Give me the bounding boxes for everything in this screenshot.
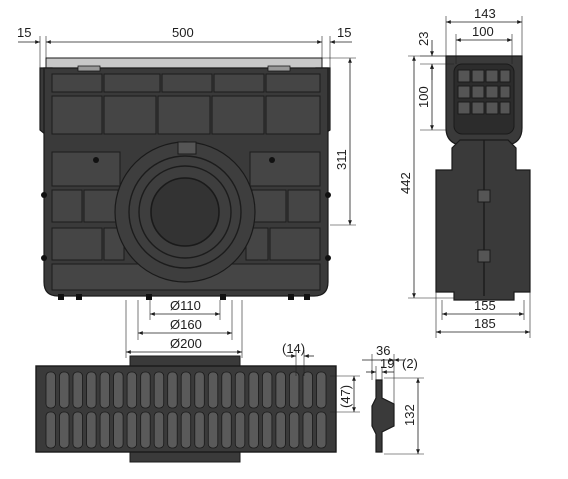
- grate-slot: [275, 411, 286, 449]
- dim-side-top-width: 143: [474, 6, 496, 21]
- dim-outlet-d160: Ø160: [170, 317, 202, 332]
- grate-slot: [45, 371, 56, 409]
- grate-slot: [72, 371, 83, 409]
- dim-outlet-d200: Ø200: [170, 336, 202, 351]
- dim-front-right-margin: 15: [337, 25, 351, 40]
- grate-slot: [275, 371, 286, 409]
- front-hole: [325, 192, 331, 198]
- dim-profile-width: 36: [376, 343, 390, 358]
- grate-slot: [302, 371, 313, 409]
- grate-slot: [194, 371, 205, 409]
- dim-profile-lip: (2): [402, 356, 418, 371]
- grate-slot: [316, 371, 327, 409]
- grate-top-view: [35, 355, 337, 463]
- front-foot: [76, 294, 82, 300]
- grate-slot: [45, 411, 56, 449]
- grate-slot: [126, 411, 137, 449]
- grate-slot: [126, 371, 137, 409]
- grate-slot: [153, 411, 165, 449]
- grate-slot: [167, 371, 178, 409]
- dim-grate-depth: (47): [338, 385, 353, 408]
- dim-side-inner-width: 100: [472, 24, 494, 39]
- dim-front-width: 500: [172, 25, 194, 40]
- front-outlet: [114, 141, 256, 283]
- grate-slot: [113, 371, 124, 409]
- grate-slot: [86, 371, 97, 409]
- front-hole: [269, 157, 275, 163]
- grate-slot: [248, 411, 259, 449]
- dim-side-total-height: 442: [398, 172, 413, 194]
- dim-front-left-margin: 15: [17, 25, 31, 40]
- dim-profile-inner: 19: [380, 356, 394, 371]
- grate-slot: [59, 411, 70, 449]
- side-clip: [477, 189, 491, 203]
- grate-slot: [207, 371, 219, 409]
- dim-outlet-d110: Ø110: [170, 298, 201, 313]
- front-top-tab: [177, 141, 197, 155]
- front-dimensions: 15 500 15 311 Ø110 Ø160 Ø200: [17, 25, 356, 358]
- front-top-slot-left: [77, 65, 101, 72]
- grate-slot: [248, 371, 259, 409]
- side-view: [435, 55, 531, 301]
- grate-slot: [207, 411, 219, 449]
- grate-slot: [113, 411, 124, 449]
- grate-slot: [180, 371, 192, 409]
- grate-slot: [302, 411, 313, 449]
- grate-slot: [86, 411, 97, 449]
- grate-slot: [288, 371, 300, 409]
- profile-dimensions: 36 19 (2) 132: [362, 343, 424, 455]
- grate-slot: [140, 411, 151, 449]
- side-clip: [477, 249, 491, 263]
- front-top-slot-right: [267, 65, 291, 72]
- front-hole: [325, 255, 331, 261]
- front-brick-pattern: [51, 73, 321, 291]
- grate-slot: [167, 411, 178, 449]
- dim-front-height: 311: [334, 149, 349, 170]
- front-hole: [93, 157, 99, 163]
- grate-slot: [194, 411, 205, 449]
- dim-profile-height: 132: [402, 404, 417, 426]
- grate-slot: [261, 371, 273, 409]
- dim-side-grate-depth: 100: [416, 86, 431, 108]
- front-foot: [220, 294, 226, 300]
- grate-slot: [221, 411, 232, 449]
- dim-side-top-offset: 23: [416, 32, 431, 46]
- front-hole: [41, 192, 47, 198]
- side-grate-cells: [457, 69, 511, 115]
- grate-slots: [45, 371, 327, 449]
- grate-slot: [221, 371, 232, 409]
- side-dimensions: 143 100 23 100 442 155 185: [398, 6, 531, 338]
- front-hole: [41, 255, 47, 261]
- grate-slot: [59, 371, 70, 409]
- front-foot: [146, 294, 152, 300]
- grate-slot: [72, 411, 83, 449]
- grate-profile: [371, 379, 395, 453]
- front-foot: [304, 294, 310, 300]
- grate-slot: [99, 411, 110, 449]
- profile-shape: [371, 379, 395, 453]
- grate-slot: [234, 411, 246, 449]
- grate-slot: [316, 411, 327, 449]
- grate-slot: [99, 371, 110, 409]
- grate-dimensions: (14) (47): [282, 341, 360, 413]
- dim-side-base-inner: 155: [474, 298, 496, 313]
- front-foot: [288, 294, 294, 300]
- front-foot: [58, 294, 64, 300]
- side-body: [435, 139, 531, 301]
- dim-grate-slot-width: (14): [282, 341, 305, 356]
- dim-side-base-outer: 185: [474, 316, 496, 331]
- grate-slot: [288, 411, 300, 449]
- front-view: [39, 57, 331, 300]
- grate-slot: [180, 411, 192, 449]
- grate-slot: [261, 411, 273, 449]
- grate-slot: [234, 371, 246, 409]
- grate-slot: [140, 371, 151, 409]
- grate-slot: [153, 371, 165, 409]
